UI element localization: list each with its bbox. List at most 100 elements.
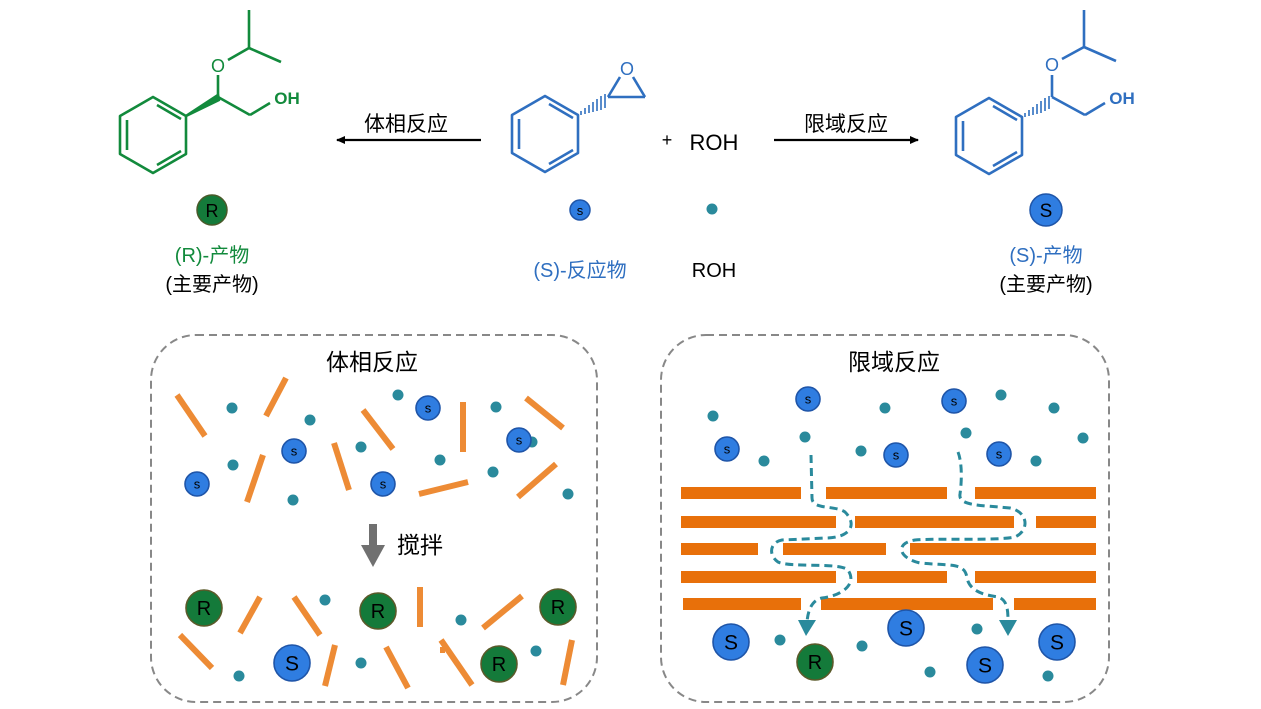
molecule-circle <box>370 471 396 497</box>
confining-layer-segment <box>1036 516 1096 528</box>
molecule-circle <box>986 441 1012 467</box>
roh-molecule-dot <box>487 466 499 478</box>
catalyst-rod <box>516 461 558 500</box>
reagent-roh: ROH <box>690 130 739 155</box>
s-molecule: s <box>714 436 740 462</box>
diffusion-arrowhead-right <box>999 620 1017 636</box>
r-product-name: (R)-产物 <box>175 244 249 267</box>
diffusion-arrowhead-left <box>798 620 816 636</box>
catalyst-rod <box>360 408 396 451</box>
wedge-bond <box>184 93 221 118</box>
confining-layer-segment <box>975 487 1096 499</box>
roh-molecule-dot <box>287 494 299 506</box>
molecule-letter: s <box>951 394 958 409</box>
roh-legend-name: ROH <box>692 260 736 282</box>
s-product-oh-label: OH <box>1109 89 1135 108</box>
confining-layer-segment <box>910 543 1096 555</box>
molecule-letter: S <box>978 655 992 678</box>
s-badge-letter-small: s <box>577 203 584 218</box>
s-product-badge: S <box>1029 193 1063 227</box>
molecule-letter: s <box>724 442 731 457</box>
roh-molecule-dot <box>233 670 245 682</box>
catalyst-rod <box>383 645 411 690</box>
s-molecule: S <box>887 609 925 647</box>
roh-molecule-dot <box>562 488 574 500</box>
s-molecule: s <box>795 386 821 412</box>
confining-layer-segment <box>857 571 947 583</box>
molecule-circle <box>714 436 740 462</box>
r-product-badge: R <box>196 194 228 226</box>
s-badge-letter: S <box>1040 201 1053 222</box>
confining-layer-segment <box>681 516 836 528</box>
roh-molecule-dot <box>924 666 936 678</box>
confining-layer-segment <box>681 571 836 583</box>
roh-molecule-dot <box>227 459 239 471</box>
s-reactant-structure <box>510 76 647 174</box>
roh-molecule-dot <box>530 645 542 657</box>
r-product-molecule: R <box>796 643 834 681</box>
molecule-circle <box>185 589 223 627</box>
roh-molecule-dot <box>490 401 502 413</box>
r-product-molecule: R <box>359 592 397 630</box>
molecule-letter: R <box>492 654 506 676</box>
benzene-ring <box>118 95 188 175</box>
roh-molecule-dot <box>856 640 868 652</box>
molecule-circle <box>796 643 834 681</box>
molecule-letter: s <box>194 477 201 492</box>
r-product-molecule: R <box>185 589 223 627</box>
s-product-structure <box>954 10 1117 176</box>
molecule-circle <box>281 438 307 464</box>
confining-layer-segment <box>1014 598 1096 610</box>
molecule-circle <box>1038 623 1076 661</box>
r-badge-letter: R <box>206 201 219 221</box>
roh-molecule-dot <box>855 445 867 457</box>
roh-molecule-dot <box>1048 402 1060 414</box>
molecule-circle <box>539 588 577 626</box>
s-reactant-o-label: O <box>620 59 634 79</box>
roh-molecule-dot <box>971 623 983 635</box>
s-molecule: S <box>1038 623 1076 661</box>
catalyst-rod <box>174 393 208 438</box>
confined-panel-border <box>660 334 1110 703</box>
catalyst-rod <box>322 644 338 687</box>
molecule-circle <box>883 442 909 468</box>
molecule-circle <box>712 623 750 661</box>
molecule-letter: R <box>371 601 385 623</box>
molecule-letter: R <box>808 652 822 674</box>
stir-label: 搅拌 <box>397 532 443 558</box>
diffusion-path-right <box>900 451 1027 623</box>
s-molecule: s <box>941 388 967 414</box>
molecule-circle <box>966 646 1004 684</box>
r-product-note: (主要产物) <box>165 273 258 296</box>
roh-molecule-dot <box>1077 432 1089 444</box>
confining-layer-segment <box>681 543 758 555</box>
s-molecule: s <box>184 471 210 497</box>
roh-molecule-dot <box>758 455 770 467</box>
catalyst-rod <box>237 595 263 635</box>
roh-molecule-dot <box>1042 670 1054 682</box>
molecule-letter: R <box>197 598 211 620</box>
catalyst-rod <box>560 639 575 686</box>
hashed-bond <box>1024 96 1050 117</box>
molecule-letter: S <box>724 632 738 655</box>
catalyst-rod <box>177 632 215 671</box>
roh-molecule-dot <box>455 614 467 626</box>
s-product-o-label: O <box>1045 55 1059 75</box>
roh-molecule-dot <box>304 414 316 426</box>
roh-molecule-dot <box>319 594 331 606</box>
bulk-reaction-arrow-label: 体相反应 <box>364 113 448 136</box>
s-reactant-name: (S)-反应物 <box>533 259 626 282</box>
roh-molecule-dot <box>434 454 446 466</box>
catalyst-rod <box>331 442 352 491</box>
molecule-circle <box>359 592 397 630</box>
roh-molecule-dot <box>226 402 238 414</box>
molecule-letter: s <box>425 401 432 416</box>
roh-molecule-dot <box>774 634 786 646</box>
s-molecule: s <box>415 395 441 421</box>
confined-reaction-arrow-label: 限域反应 <box>804 113 888 136</box>
benzene-ring <box>954 96 1024 176</box>
confining-layers <box>681 487 1096 610</box>
r-product-structure <box>118 10 282 175</box>
